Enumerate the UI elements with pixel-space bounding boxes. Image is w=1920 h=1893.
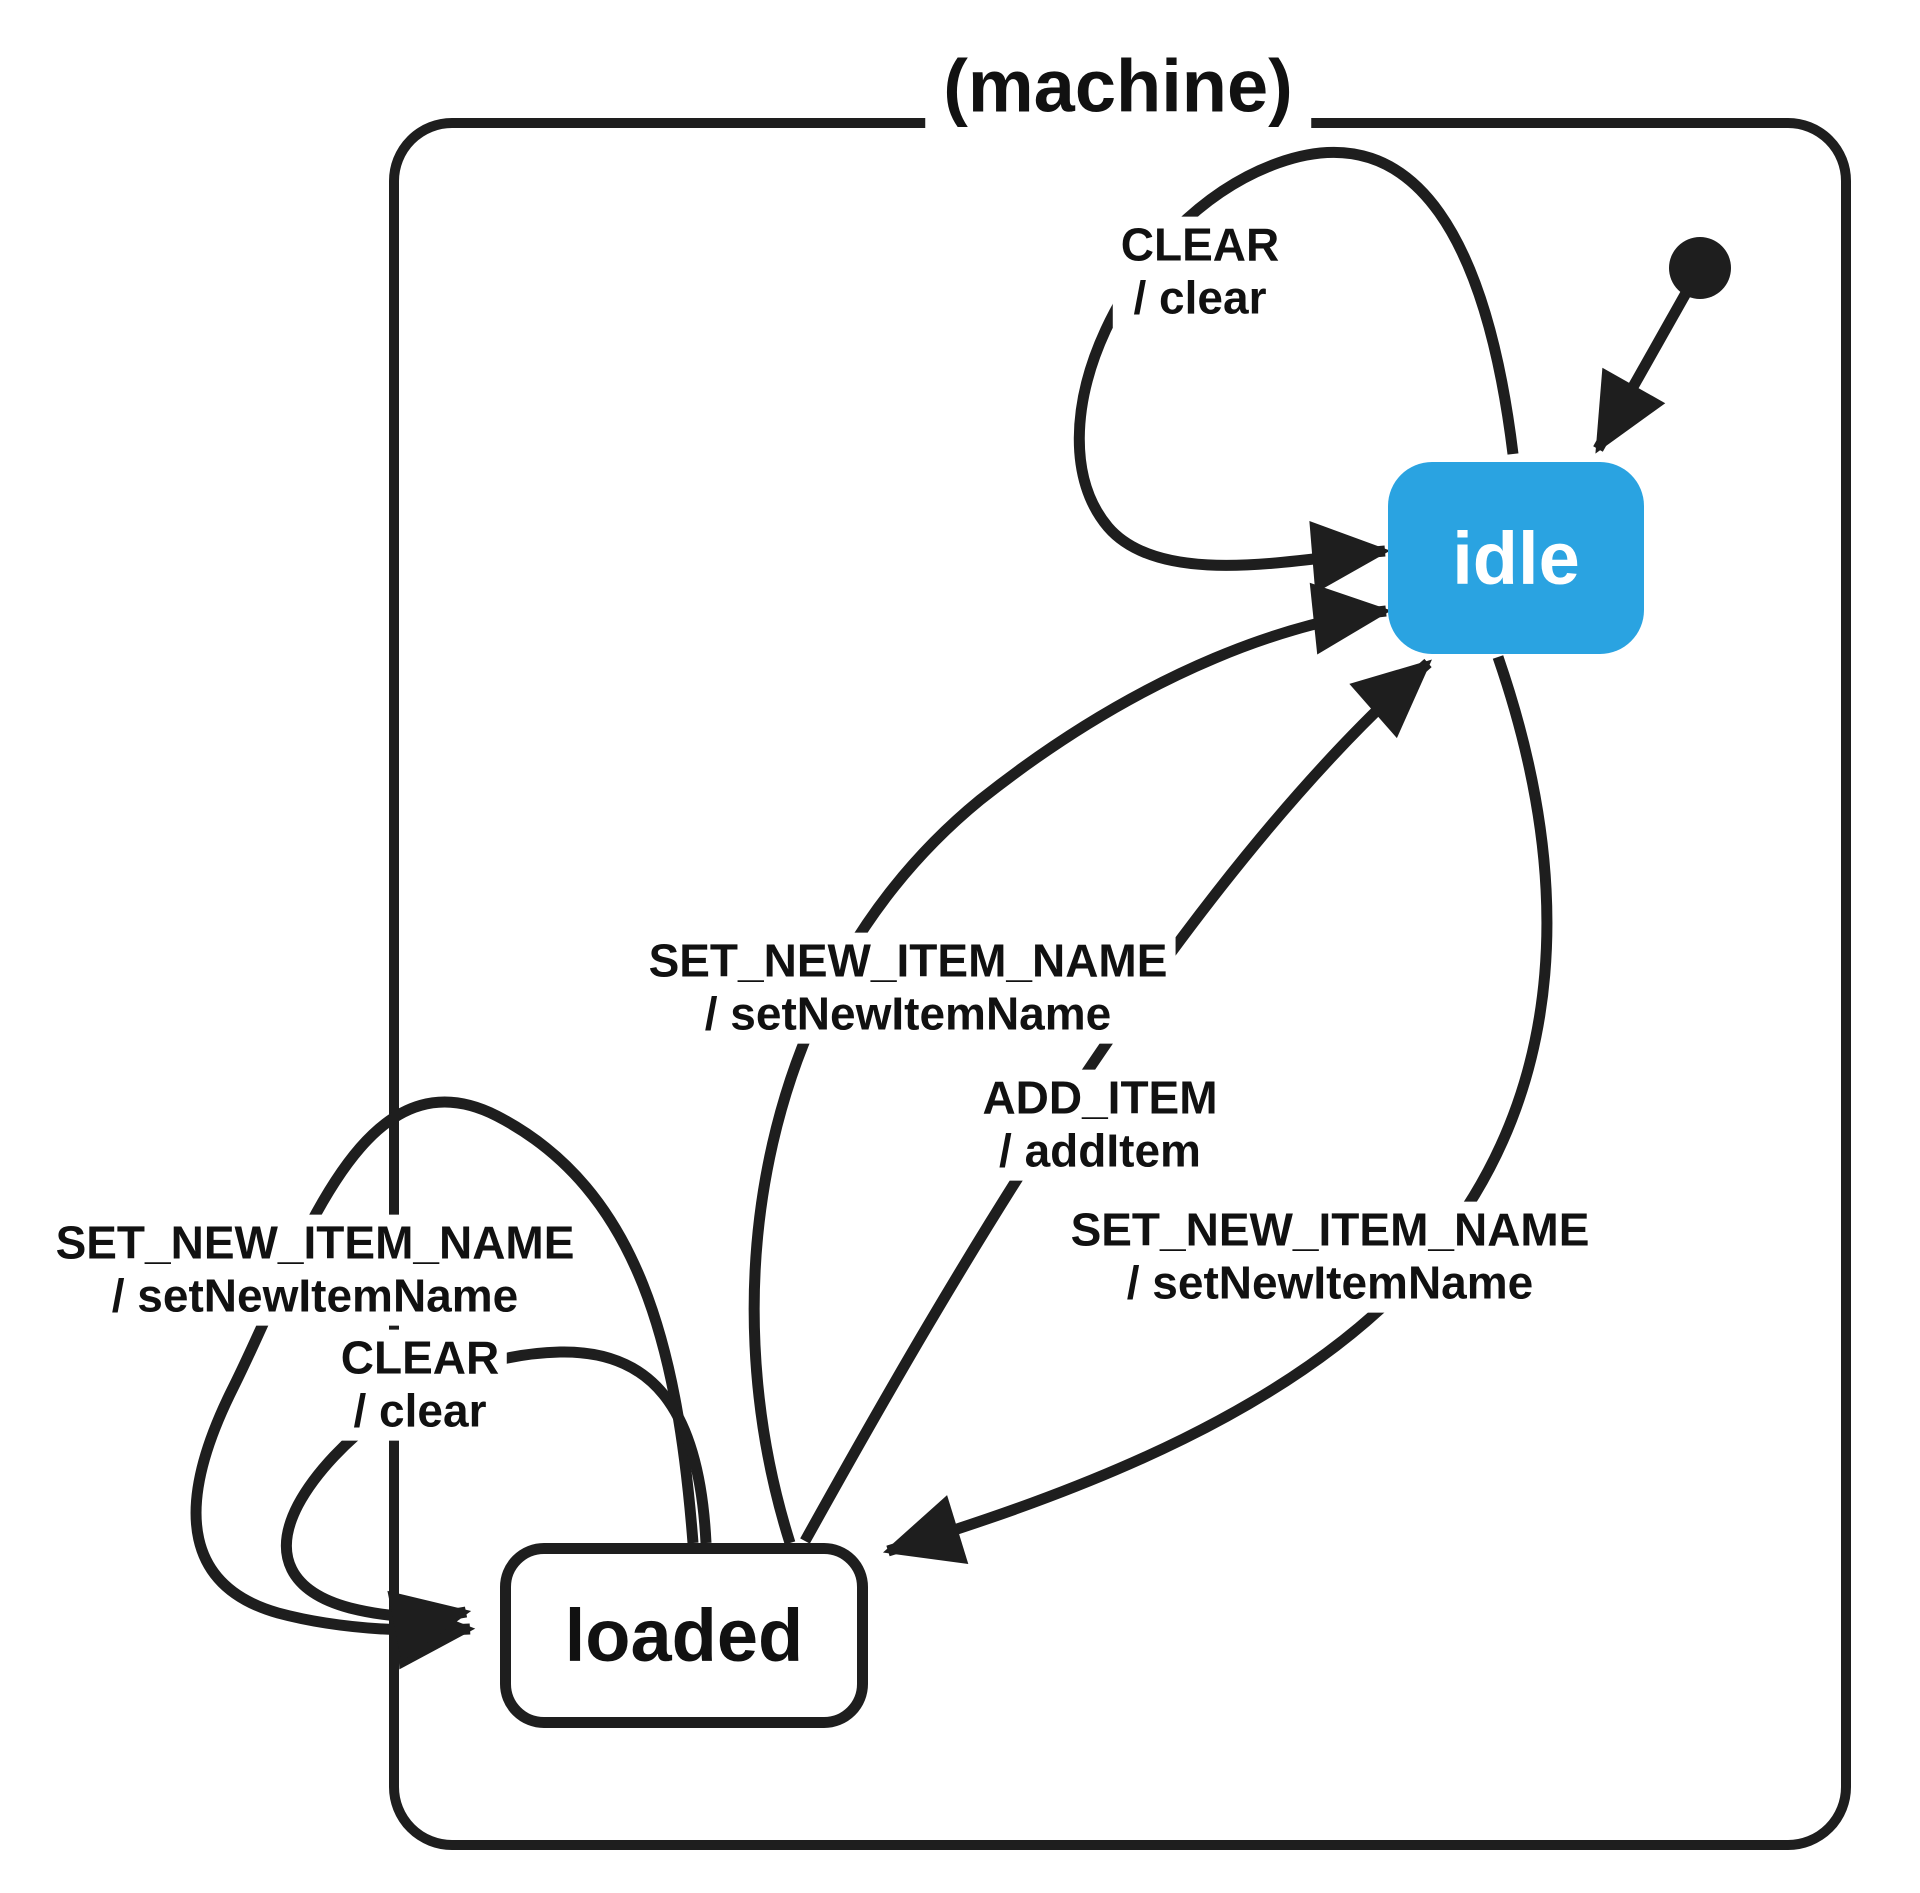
state-label: loaded	[564, 1594, 804, 1677]
transition-label-loaded-to-idle-add-item: ADD_ITEM / addItem	[974, 1069, 1226, 1181]
transition-label-loaded-set-new-item-name-self: SET_NEW_ITEM_NAME / setNewItemName	[47, 1214, 583, 1326]
event-name: SET_NEW_ITEM_NAME	[55, 1216, 575, 1269]
action-name: / clear	[1133, 272, 1267, 324]
action-name: / setNewItemName	[704, 988, 1112, 1040]
transition-path-loaded-clear-self	[280, 1346, 712, 1662]
event-name: CLEAR	[340, 1331, 500, 1384]
state-label: idle	[1452, 516, 1580, 600]
event-name: CLEAR	[1120, 218, 1280, 271]
transition-label-idle-to-loaded-set-new-item-name: SET_NEW_ITEM_NAME / setNewItemName	[1062, 1201, 1598, 1313]
action-name: / setNewItemName	[1126, 1257, 1534, 1309]
transition-path-loaded-to-idle-set-new-item-name	[748, 582, 1392, 1545]
state-loaded: loaded	[500, 1543, 868, 1728]
transition-label-loaded-clear-self: CLEAR / clear	[332, 1329, 508, 1441]
transition-label-idle-clear-self: CLEAR / clear	[1112, 216, 1288, 328]
event-name: SET_NEW_ITEM_NAME	[648, 934, 1168, 987]
event-name: SET_NEW_ITEM_NAME	[1070, 1203, 1590, 1256]
state-idle: idle	[1388, 462, 1644, 654]
action-name: / clear	[353, 1385, 487, 1437]
initial-state-dot	[1669, 237, 1731, 299]
machine-title: (machine)	[925, 43, 1311, 129]
event-name: ADD_ITEM	[982, 1071, 1218, 1124]
transition-label-loaded-to-idle-set-new-item-name: SET_NEW_ITEM_NAME / setNewItemName	[640, 932, 1176, 1044]
action-name: / addItem	[999, 1125, 1201, 1177]
action-name: / setNewItemName	[111, 1270, 519, 1322]
initial-transition-arrow	[1593, 290, 1691, 454]
